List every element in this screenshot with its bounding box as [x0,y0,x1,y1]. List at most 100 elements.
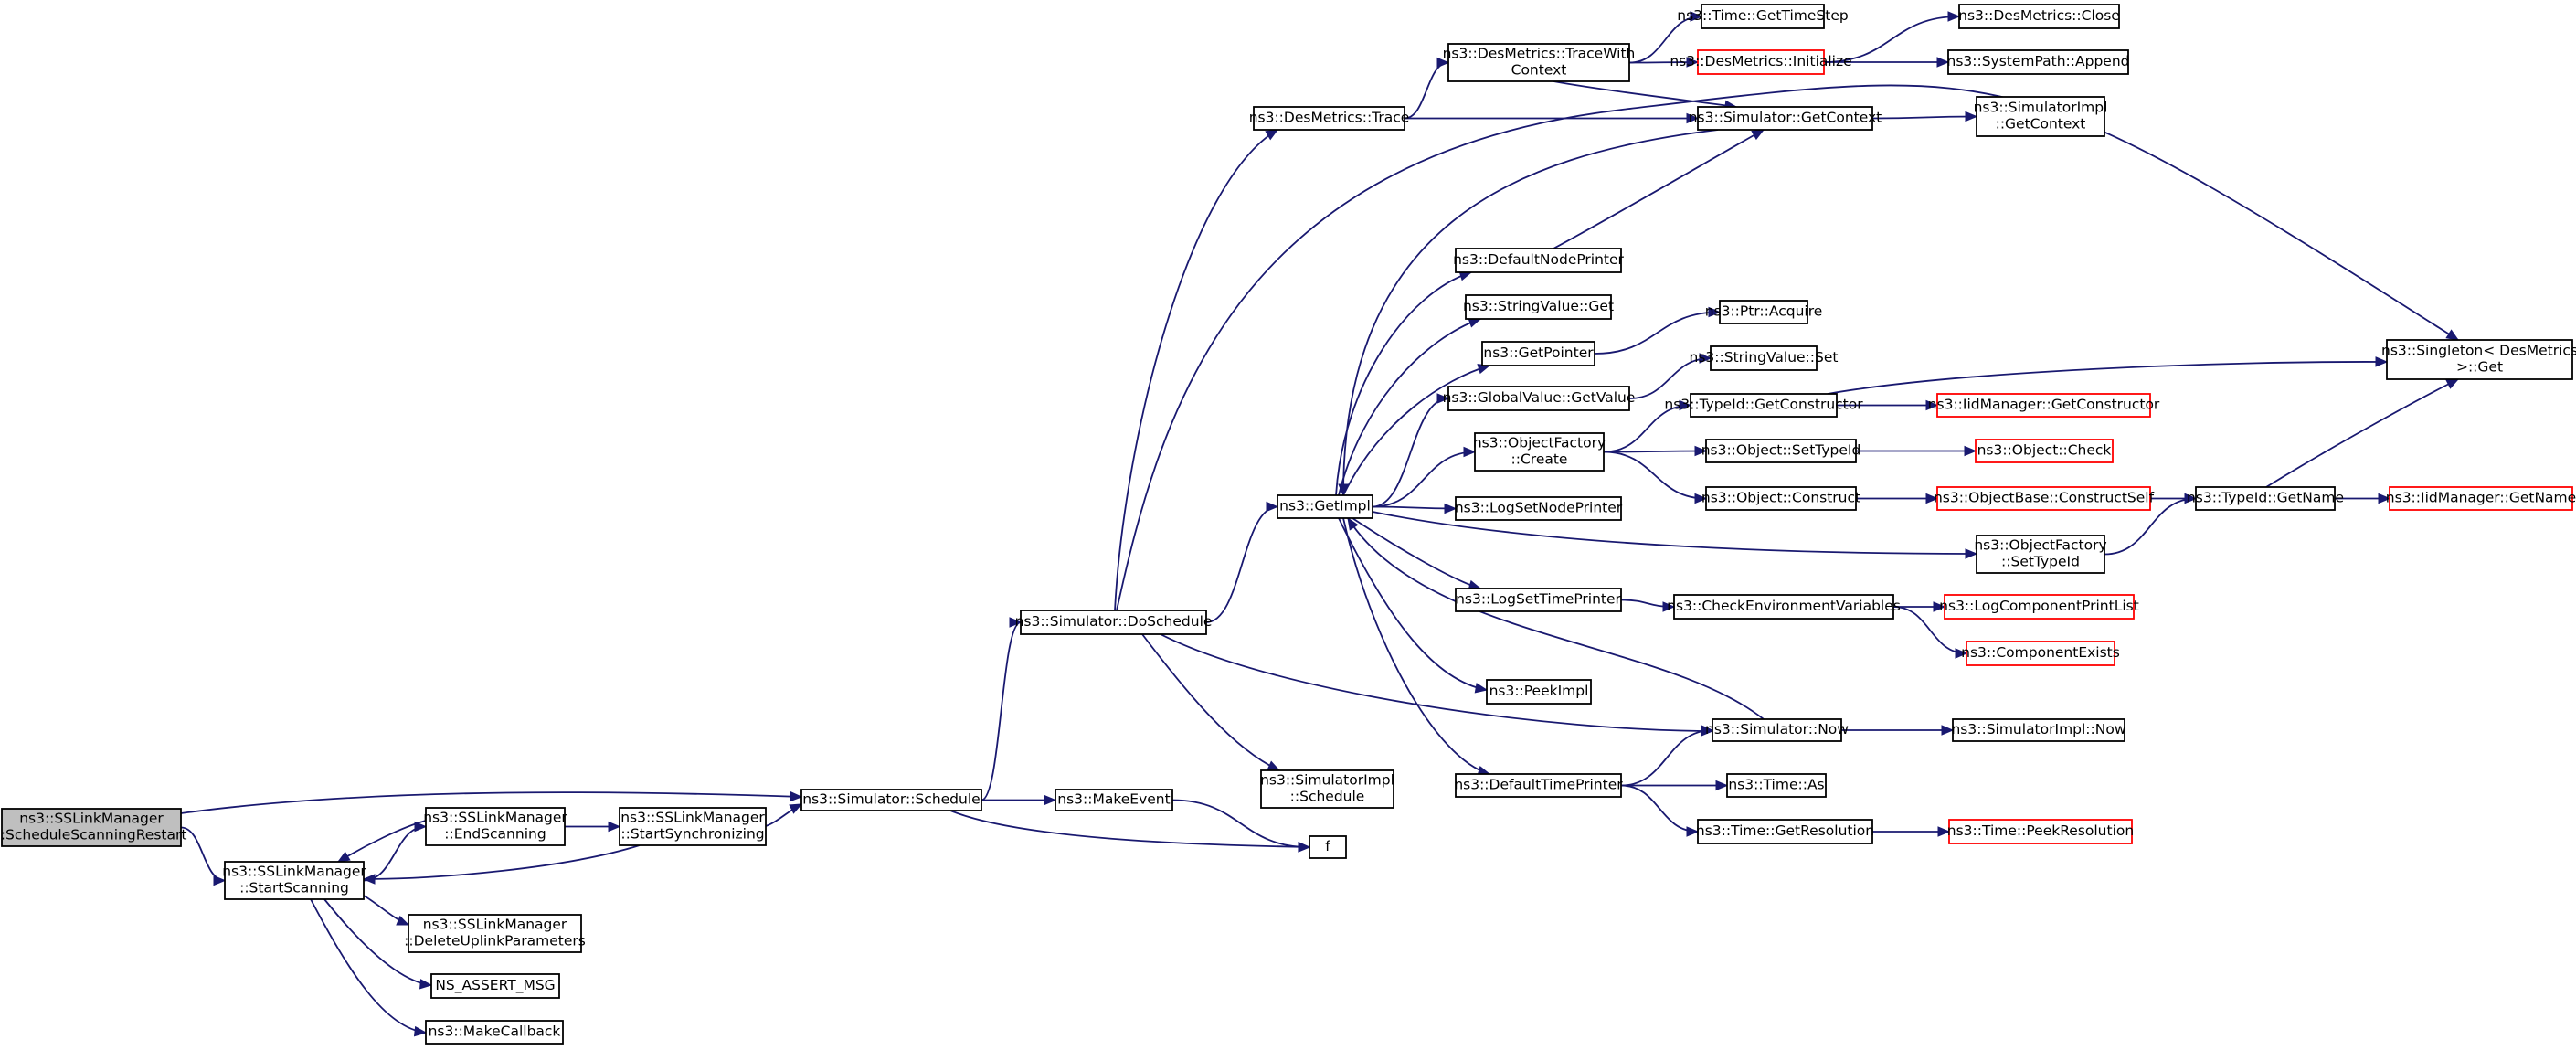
node-compExists[interactable]: ns3::ComponentExists [1961,641,2120,666]
node-typeIdGetCtor[interactable]: ns3::TypeId::GetConstructor [1664,393,1863,418]
node-logSetNodePrinter[interactable]: ns3::LogSetNodePrinter [1455,496,1623,521]
node-box [1447,386,1630,411]
node-desTrace[interactable]: ns3::DesMetrics::Trace [1249,106,1410,131]
node-label: ns3::PeekImpl [1489,683,1589,699]
node-strValSet[interactable]: ns3::StringValue::Set [1690,345,1839,371]
edge-line [1338,517,1488,691]
node-label: ns3::ComponentExists [1961,644,2120,661]
node-f[interactable]: f [1309,835,1347,859]
node-globalValGet[interactable]: ns3::GlobalValue::GetValue [1443,386,1636,411]
node-simImplGetContext[interactable]: ns3::SimulatorImpl::GetContext [1974,96,2108,137]
node-timeGetTimeStep[interactable]: ns3::Time::GetTimeStep [1677,4,1849,29]
call-edge-simNow-to-simImplNow [1840,725,1955,736]
node-box [1465,294,1612,320]
node-makeCallback[interactable]: ns3::MakeCallback [425,1020,564,1045]
call-edge-objConstruct-to-objBaseCtorSelf [1855,493,1939,504]
arrowhead-icon [1690,11,1703,22]
node-box [425,1020,564,1045]
node-label: ::SetTypeId [2001,553,2080,569]
node-timePeekRes[interactable]: ns3::Time::PeekResolution [1947,819,2134,844]
edge-line [1404,61,1449,120]
node-box [2195,486,2336,511]
call-edge-doSchedule-to-simNow [1160,633,1714,737]
node-getPointer[interactable]: ns3::GetPointer [1481,341,1595,366]
node-peekImpl[interactable]: ns3::PeekImpl [1486,679,1592,705]
node-objFactorySetTypeId[interactable]: ns3::ObjectFactory::SetTypeId [1974,535,2107,574]
node-box [408,914,582,953]
node-typeIdGetName[interactable]: ns3::TypeId::GetName [2187,486,2344,511]
node-label: ns3::Time::GetTimeStep [1677,7,1848,24]
node-makeEvent[interactable]: ns3::MakeEvent [1055,789,1173,811]
node-objFactoryCreate[interactable]: ns3::ObjectFactory::Create [1473,432,1606,472]
node-desClose[interactable]: ns3::DesMetrics::Close [1958,4,2120,29]
node-desInit[interactable]: ns3::DesMetrics::Initialize [1670,49,1852,75]
arrowhead-icon [1925,399,1939,411]
node-box [1936,393,2151,418]
node-root[interactable]: ns3::SSLinkManager::ScheduleScanningRest… [0,808,186,847]
node-nsAssert[interactable]: NS_ASSERT_MSG [430,973,560,999]
call-edge-getImpl-to-objFactoryCreate [1372,446,1477,508]
node-startSync[interactable]: ns3::SSLinkManager::StartSynchronizing [619,807,767,846]
edge-line [363,825,427,882]
node-timeAs[interactable]: ns3::Time::As [1726,773,1827,798]
node-getImpl[interactable]: ns3::GetImpl [1277,494,1373,519]
node-simImplSchedule[interactable]: ns3::SimulatorImpl::Schedule [1260,769,1394,809]
call-edge-logSetTimePrinter-to-checkEnvVars [1620,599,1676,612]
arrowhead-icon [1694,493,1708,504]
node-defNodePrinter[interactable]: ns3::DefaultNodePrinter [1453,248,1625,273]
node-objSetTypeId[interactable]: ns3::Object::SetTypeId [1701,439,1861,463]
node-box [1710,345,1818,371]
node-defTimePrinter[interactable]: ns3::DefaultTimePrinter [1454,773,1623,798]
node-doSchedule[interactable]: ns3::Simulator::DoSchedule [1015,610,1213,635]
arrowhead-icon [419,979,433,990]
edge-line [1342,517,1490,775]
node-objConstruct[interactable]: ns3::Object::Construct [1701,486,1860,511]
node-singletonGet[interactable]: ns3::Singleton< DesMetrics>::Get [2381,339,2576,380]
edge-line [1620,784,1699,833]
node-simGetContext[interactable]: ns3::Simulator::GetContext [1689,106,1882,131]
call-edge-defTimePrinter-to-timeGetRes [1620,784,1700,837]
call-edge-typeIdGetCtor-to-singletonGet [1827,356,2389,395]
arrowhead-icon [1686,112,1700,124]
node-label: ns3::SimulatorImpl::Now [1951,721,2125,737]
call-edge-defTimePrinter-to-simNow [1620,725,1714,787]
node-simImplNow[interactable]: ns3::SimulatorImpl::Now [1951,718,2126,742]
node-box [1952,718,2125,742]
call-edge-getImpl-to-logSetTimePrinter [1352,517,1482,590]
edge-line [981,621,1022,801]
node-label: ns3::Object::Check [1977,441,2112,458]
arrowhead-icon [413,1025,428,1037]
node-box [1690,393,1838,418]
call-edge-startScanning-to-deleteUplink [363,895,410,926]
node-simNow[interactable]: ns3::Simulator::Now [1705,718,1849,742]
node-objCheck[interactable]: ns3::Object::Check [1975,439,2114,463]
node-endScanning[interactable]: ns3::SSLinkManager::EndScanning [423,807,567,846]
node-checkEnvVars[interactable]: ns3::CheckEnvironmentVariables [1667,594,1901,620]
edge-line [1827,361,2388,395]
node-ptrAcquire[interactable]: ns3::Ptr::Acquire [1705,300,1823,324]
call-edge-getImpl-to-objFactorySetTypeId [1372,511,1978,559]
arrowhead-icon [1474,683,1489,694]
node-logCompPrintList[interactable]: ns3::LogComponentPrintList [1939,594,2139,620]
node-box [1936,486,2151,511]
edge-line [1553,80,1737,108]
node-objBaseCtorSelf[interactable]: ns3::ObjectBase::ConstructSelf [1934,486,2155,511]
node-label: ns3::Ptr::Acquire [1705,302,1823,319]
edge-line [1342,365,1490,496]
node-schedule[interactable]: ns3::Simulator::Schedule [800,789,982,811]
node-deleteUplink[interactable]: ns3::SSLinkManager::DeleteUplinkParamete… [404,914,586,953]
node-iidGetName[interactable]: ns3::IidManager::GetName [2386,486,2576,511]
node-logSetTimePrinter[interactable]: ns3::LogSetTimePrinter [1455,588,1622,612]
call-edge-defNodePrinter-to-simGetContext [1553,129,1765,249]
call-edge-typeIdGetName-to-singletonGet [2265,378,2460,488]
call-edge-startSync-to-schedule [765,803,803,827]
node-startScanning[interactable]: ns3::SSLinkManager::StartScanning [222,861,366,900]
node-strValGet[interactable]: ns3::StringValue::Get [1463,294,1614,320]
edge-line [1372,398,1449,508]
node-timeGetRes[interactable]: ns3::Time::GetResolution [1696,819,1874,844]
edge-line [1603,451,1707,500]
node-box [430,973,560,999]
node-iidGetCtor[interactable]: ns3::IidManager::GetConstructor [1928,393,2160,418]
node-sysPathAppend[interactable]: ns3::SystemPath::Append [1947,49,2130,75]
